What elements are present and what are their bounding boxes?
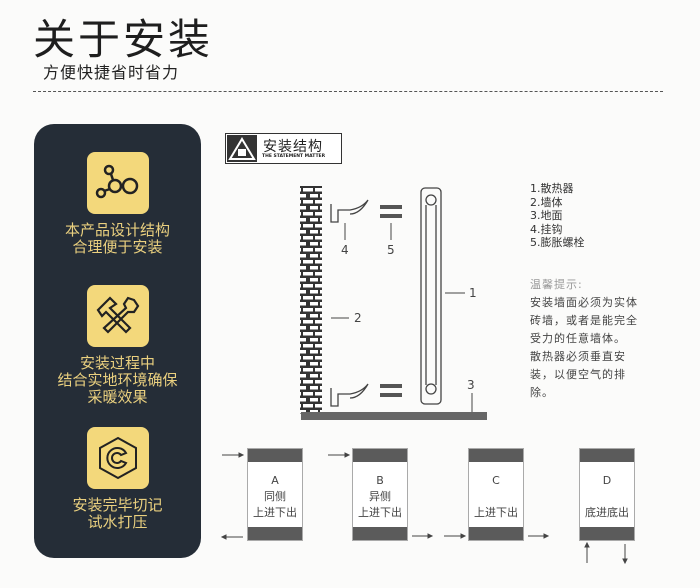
mode-letter: A bbox=[271, 474, 279, 487]
label-5: 5 bbox=[387, 243, 395, 257]
legend-item: 1.散热器 bbox=[530, 182, 574, 195]
mode-letter: B bbox=[376, 474, 384, 487]
feature-text: 合理便于安装 bbox=[72, 238, 163, 256]
feature-text: 安装完毕切记 bbox=[72, 496, 163, 514]
tip-text: 散热器必须垂直安装，以便空气的排除。 bbox=[530, 350, 626, 399]
mode-letter: C bbox=[492, 474, 500, 487]
hook-icon bbox=[330, 199, 369, 407]
page-subtitle: 方便快捷省时省力 bbox=[43, 63, 180, 82]
tip-heading: 温馨提示: bbox=[530, 278, 583, 291]
feature-text: 安装过程中 bbox=[79, 354, 155, 372]
mode-d: D 底进底出 bbox=[579, 448, 635, 541]
section-badge: 安装结构 THE STATEMENT MATTER bbox=[225, 133, 342, 164]
label-4: 4 bbox=[341, 243, 349, 257]
molecule-icon bbox=[86, 152, 149, 214]
feature-process: 安装过程中结合实地环境确保采暖效果 bbox=[34, 285, 201, 406]
mode-text: 同侧 bbox=[264, 490, 286, 503]
flow-arrows bbox=[220, 452, 628, 565]
mode-c: C 上进下出 bbox=[468, 448, 524, 541]
floor bbox=[301, 412, 487, 420]
page-title: 关于安装 bbox=[33, 15, 214, 64]
feature-text: 结合实地环境确保 bbox=[57, 371, 178, 389]
feature-text: 本产品设计结构 bbox=[64, 221, 170, 239]
mode-text: 上进下出 bbox=[358, 506, 402, 519]
hex-wrench-icon bbox=[86, 427, 149, 489]
feature-text: 试水打压 bbox=[87, 513, 148, 531]
mode-text: 上进下出 bbox=[253, 506, 297, 519]
label-2: 2 bbox=[354, 311, 362, 325]
feature-text: 采暖效果 bbox=[87, 388, 148, 406]
mode-text: 上进下出 bbox=[474, 506, 518, 519]
legend-item: 5.膨胀螺栓 bbox=[530, 236, 585, 249]
tip-text: 安装墙面必须为实体砖墙，或者是能完全受力的任意墙体。 bbox=[530, 296, 638, 345]
legend-item: 3.地面 bbox=[530, 209, 563, 222]
badge-title: 安装结构 bbox=[263, 139, 323, 155]
mode-letter: D bbox=[602, 474, 612, 487]
mode-b: B 异侧上进下出 bbox=[352, 448, 408, 541]
legend: 1.散热器 2.墙体 3.地面 4.挂钩 5.膨胀螺栓 bbox=[530, 182, 585, 250]
legend-item: 2.墙体 bbox=[530, 195, 563, 209]
warning-triangle-icon bbox=[227, 135, 257, 162]
feature-testing: 安装完毕切记试水打压 bbox=[34, 427, 201, 531]
tools-icon bbox=[86, 285, 149, 347]
mode-text: 异侧 bbox=[369, 490, 391, 503]
badge-subtitle: THE STATEMENT MATTER bbox=[262, 154, 326, 159]
mode-text: 底进底出 bbox=[585, 506, 629, 519]
mode-a: A 同侧上进下出 bbox=[247, 448, 303, 541]
label-3: 3 bbox=[467, 378, 475, 392]
wall bbox=[300, 186, 322, 414]
tip: 温馨提示: 安装墙面必须为实体砖墙，或者是能完全受力的任意墙体。 散热器必须垂直… bbox=[530, 276, 642, 402]
divider bbox=[33, 91, 663, 92]
features-panel: 本产品设计结构合理便于安装 安装过程中结合实地环境确保采暖效果 安装完毕切记试水… bbox=[34, 124, 201, 558]
legend-item: 4.挂钩 bbox=[530, 222, 563, 236]
bolt-icon bbox=[380, 205, 402, 397]
radiator bbox=[420, 187, 442, 405]
feature-structure: 本产品设计结构合理便于安装 bbox=[34, 152, 201, 256]
label-1: 1 bbox=[469, 286, 477, 300]
